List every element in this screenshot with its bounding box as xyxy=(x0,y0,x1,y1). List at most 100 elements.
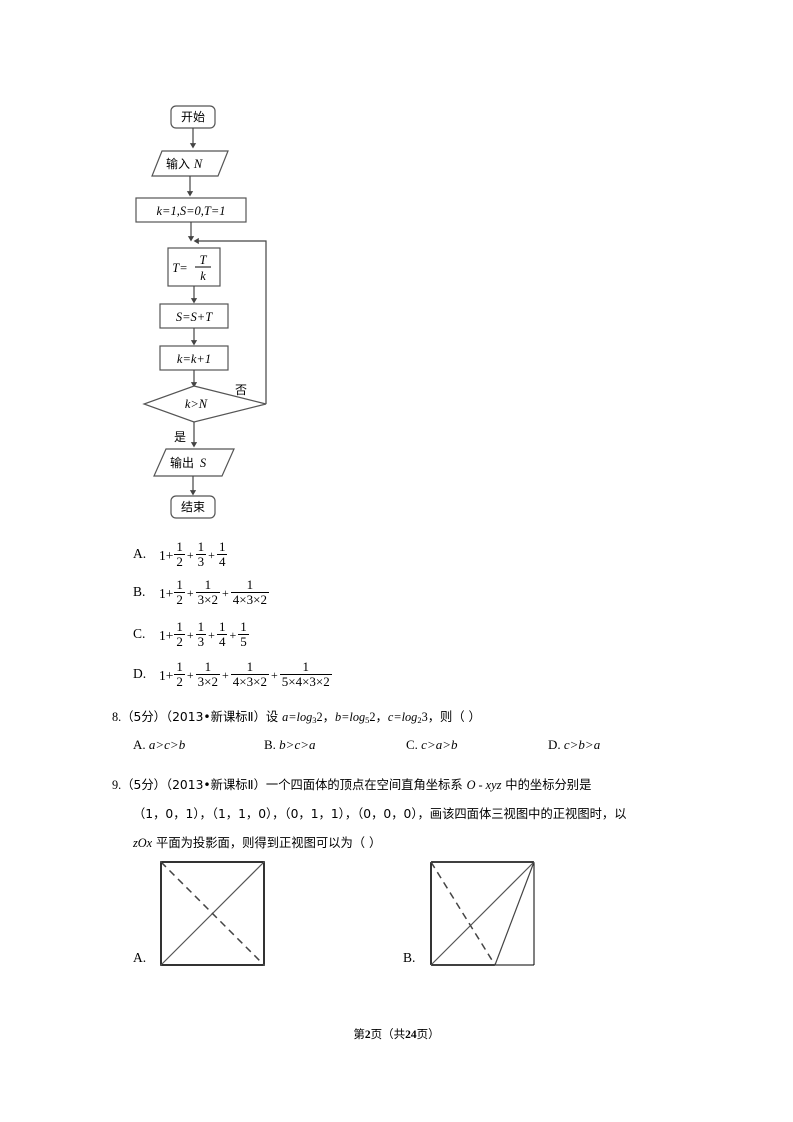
question-9-score: （5分） xyxy=(121,778,166,792)
question-9-figure-b: B. xyxy=(403,858,548,973)
fraction-denominator: 4 xyxy=(216,633,228,649)
question-8-a-base: 3 xyxy=(312,715,317,726)
fraction-numerator: 1 xyxy=(302,659,309,674)
fraction-numerator: 1 xyxy=(240,619,247,634)
flowchart-assign-t-lhs: T= xyxy=(172,261,187,275)
fraction-denominator: 2 xyxy=(174,591,185,607)
plus-sign: + xyxy=(229,627,237,642)
question-8-c-definition: c=log xyxy=(387,710,418,724)
fraction: 1 4 xyxy=(216,619,228,650)
question-8-choice-c: C. c>a>b xyxy=(406,737,458,753)
plus-sign: + xyxy=(186,585,194,600)
choice-text: c>b>a xyxy=(563,737,601,752)
plus-sign: + xyxy=(208,547,215,562)
page-footer: 第2页（共24页） xyxy=(0,1026,793,1042)
question-8-a-definition: a=log xyxy=(282,710,313,724)
fraction: 1 5 xyxy=(238,620,249,650)
choice-text: c>a>b xyxy=(421,737,458,752)
fraction-denominator: 2 xyxy=(174,673,185,689)
option-expression-a: 1+ 1 2 + 1 3 + 1 4 xyxy=(159,540,228,570)
fraction-denominator: 3×2 xyxy=(195,591,220,607)
fraction-numerator: 1 xyxy=(246,577,254,592)
figure-a-label: A. xyxy=(133,950,147,965)
fraction-denominator: 3 xyxy=(195,633,207,649)
flowchart-assign-t-numerator: T xyxy=(200,253,208,267)
flowchart-input-shape xyxy=(151,150,229,177)
footer-total-pages: 24 xyxy=(405,1029,417,1041)
fraction-numerator: 1 xyxy=(176,539,183,554)
question-8-choice-b: B. b>c>a xyxy=(264,737,316,753)
fraction-numerator: 1 xyxy=(197,539,205,554)
expr-lead: 1+ xyxy=(159,627,174,643)
fraction: 1 3 xyxy=(195,619,207,650)
question-8-b-definition: b=log xyxy=(334,710,366,724)
fraction: 1 3 xyxy=(195,539,207,570)
flowchart-output-variable: S xyxy=(200,456,207,470)
fraction-numerator: 1 xyxy=(218,619,226,634)
question-8-number: 8 xyxy=(112,710,119,724)
question-8-stem-prefix: 设 xyxy=(265,710,283,724)
option-letter-b: B. xyxy=(133,584,146,599)
option-row-d: D. 1+ 1 2 + 1 3×2 + 1 4×3×2 + 1 5×4×3×2 xyxy=(133,660,333,690)
question-9-stem-line-1: 9.（5分）（2013•新课标Ⅱ）一个四面体的顶点在空间直角坐标系 O - xy… xyxy=(112,775,591,793)
question-8-dot: . xyxy=(118,710,122,724)
fraction-denominator: 5 xyxy=(238,633,249,649)
flowchart-output-shape xyxy=(153,448,235,477)
fraction: 1 4×3×2 xyxy=(230,659,269,690)
question-9-line1a: 一个四面体的顶点在空间直角坐标系 xyxy=(265,778,467,792)
footer-suffix: 页） xyxy=(416,1027,440,1041)
flowchart-loop-back-path xyxy=(193,237,267,404)
flowchart-end-box xyxy=(170,495,216,519)
fraction: 1 2 xyxy=(174,660,185,690)
flowchart-start-label: 开始 xyxy=(181,110,205,124)
fraction: 1 2 xyxy=(174,578,185,608)
flowchart-input-label: 输入 xyxy=(166,156,190,171)
question-9-stem-line-2: （1，0，1），（1，1，0），（0，1，1），（0，0，0），画该四面体三视图… xyxy=(133,804,627,822)
question-9-number: 9 xyxy=(112,778,119,792)
figure-a-svg xyxy=(160,861,265,966)
fraction-denominator: 2 xyxy=(174,633,185,649)
fraction-numerator: 1 xyxy=(204,659,212,674)
figure-b-dashed-edge xyxy=(430,861,496,966)
fraction-numerator: 1 xyxy=(218,539,226,554)
plus-sign: + xyxy=(186,547,194,562)
flowchart-assign-s-label: S=S+T xyxy=(176,310,213,324)
plus-sign: + xyxy=(270,667,278,682)
fraction-numerator: 1 xyxy=(176,619,183,634)
fraction-denominator: 5×4×3×2 xyxy=(279,673,332,689)
question-8-c-argument: 3， xyxy=(421,710,441,724)
question-8-source: （2013•新课标Ⅱ） xyxy=(165,710,266,724)
flowchart-assign-t-denominator: k xyxy=(200,269,206,283)
question-8-choice-a: A. a>c>b xyxy=(133,737,185,753)
question-8-b-base: 5 xyxy=(365,715,370,726)
choice-label: C. xyxy=(406,737,418,752)
question-8-stem: 8.（5分）（2013•新课标Ⅱ）设 a=log32，b=log52，c=log… xyxy=(112,707,481,725)
fraction: 1 2 xyxy=(174,540,185,570)
flowchart-decision-label: k>N xyxy=(185,397,208,411)
question-8-score: （5分） xyxy=(121,710,166,724)
flowchart-branch-no-label: 否 xyxy=(235,383,247,397)
fraction: 1 3×2 xyxy=(195,578,220,608)
plus-sign: + xyxy=(186,667,194,682)
question-9-line3b: 平面为投影面，则得到正视图可以为（ ） xyxy=(152,836,382,850)
fraction-numerator: 1 xyxy=(246,659,254,674)
fraction: 1 3×2 xyxy=(195,659,220,690)
fraction-numerator: 1 xyxy=(197,619,205,634)
figure-a-dashed-diagonal xyxy=(160,861,265,966)
option-letter-c: C. xyxy=(133,626,146,641)
plus-sign: + xyxy=(208,627,215,642)
fraction-denominator: 3×2 xyxy=(195,673,220,689)
question-8-tail: 则（ ） xyxy=(440,710,481,724)
flowchart-figure: 开始 输入 N k=1,S=0,T=1 T= T k xyxy=(118,96,418,536)
option-row-c: C. 1+ 1 2 + 1 3 + 1 4 + 1 5 xyxy=(133,620,250,650)
question-8-a-argument: 2， xyxy=(316,710,335,724)
question-8-choices: A. a>c>b B. b>c>a C. c>a>b D. c>b>a xyxy=(133,737,733,757)
fraction-numerator: 1 xyxy=(176,659,183,674)
flowchart-assign-k-box xyxy=(159,345,229,371)
footer-page-number: 2 xyxy=(364,1029,371,1041)
fraction-numerator: 1 xyxy=(176,577,183,592)
fraction-denominator: 4×3×2 xyxy=(230,673,269,689)
choice-label: D. xyxy=(548,737,561,752)
flowchart-init-label: k=1,S=0,T=1 xyxy=(156,204,225,218)
plus-sign: + xyxy=(186,627,194,642)
